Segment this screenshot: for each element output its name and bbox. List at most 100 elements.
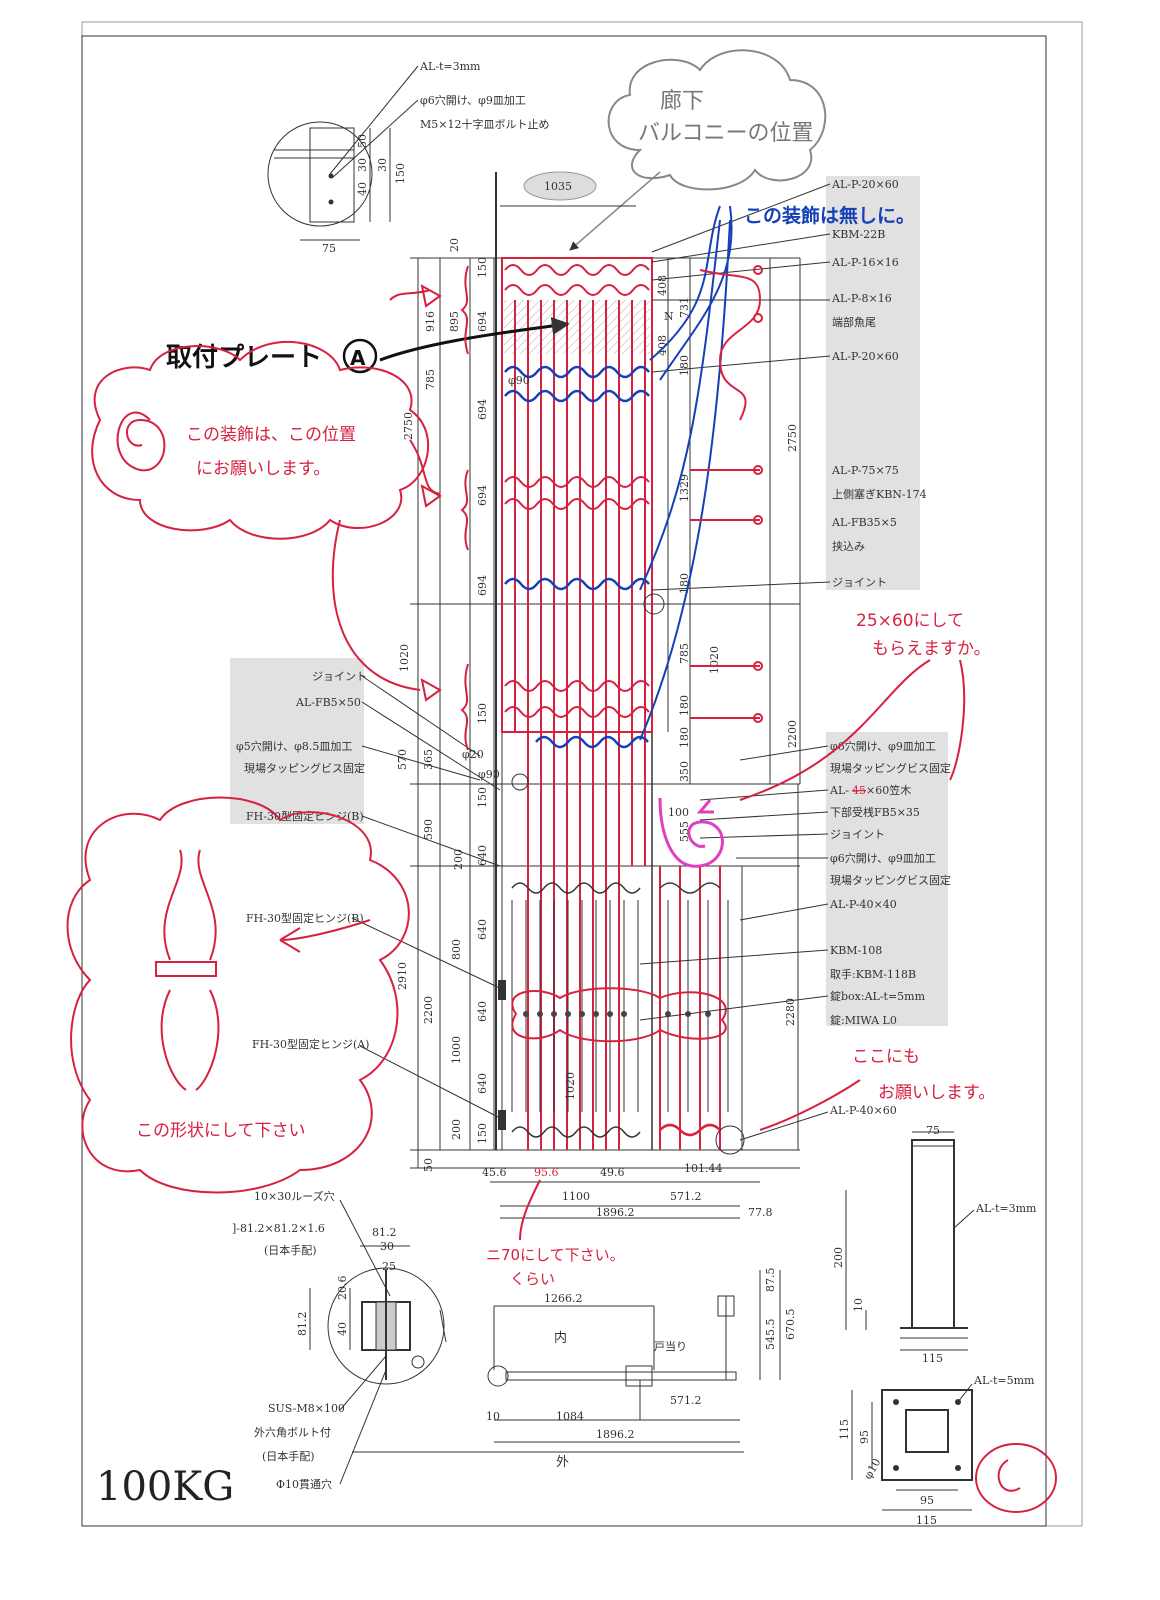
black-annotation: 取付プレート A <box>166 317 570 374</box>
text-dimensions-left-v-27: 200 <box>450 1119 463 1140</box>
text-dimensions-left-v-20: 2910 <box>396 962 409 990</box>
plan-view: 1266.2 87.5 545.5 670.5 10 1084 571.2 18… <box>352 1268 797 1470</box>
text-dimensions-plan-dims-7: 1896.2 <box>596 1428 635 1441</box>
text-dimensions-right-v-2: 2280 <box>784 998 797 1026</box>
weight-label: 100KG <box>96 1464 234 1510</box>
left-mid-label-box <box>230 658 364 824</box>
text-labels-right-mid-8: 現場タッピングビス固定 <box>830 873 951 887</box>
text-dimensions-left-v-25: 1000 <box>450 1036 463 1064</box>
note-25x60-2: もらえますか。 <box>872 639 991 659</box>
text-labels-right-mid-5: 下部受桟FB5×35 <box>830 805 920 819</box>
text-dimensions-plan-dims-2: 545.5 <box>764 1319 777 1351</box>
text-dimensions-left-v-10: 1020 <box>398 644 411 672</box>
text-dimensions-inner-v-9: 1020 <box>708 646 721 674</box>
magenta-scroll <box>658 797 724 868</box>
text-labels-right-mid-4: ×60笠木 <box>866 783 911 797</box>
note-approx: くらい <box>510 1270 555 1288</box>
right-top-labels: AL-P-20×60 KBM-22B AL-P-16×16 AL-P-8×16 … <box>651 178 927 591</box>
text-dimensions-left-v-19: 200 <box>452 849 465 870</box>
text-dimensions-left-v-2: 916 <box>424 311 437 332</box>
text-dimensions-plate-dims-4: 115 <box>916 1514 937 1527</box>
text-dimensions-left-v-0: 20 <box>448 238 461 252</box>
label-fishtail: 端部魚尾 <box>832 315 876 329</box>
text-dimensions-bottom-h-0: 45.6 <box>482 1166 507 1179</box>
note-25x60-1: 25×60にして <box>856 611 964 631</box>
text-dimensions-left-v-7: 2750 <box>402 412 415 440</box>
text-labels-right-mid-0: φ6穴開け、φ9皿加工 <box>830 739 936 753</box>
text-dimensions-left-v-26: 640 <box>476 1073 489 1094</box>
text-dimensions-bottom-h-1: 95.6 <box>534 1166 559 1179</box>
text-dimensions-left-v-17: 590 <box>422 819 435 840</box>
text-labels-left-mid-4: FH-30型固定ヒンジ(B) <box>246 809 364 823</box>
scroll-band-top <box>504 264 650 296</box>
text-dimensions-left-v-1: 150 <box>476 257 489 278</box>
right-low-labels: KBM-108 取手:KBM-118B 錠box:AL-t=5mm 錠:MIWA… <box>639 944 926 1141</box>
scroll-band-red-2 <box>504 476 650 510</box>
text-dimensions-left-v-14: φ20 <box>462 748 484 761</box>
gate-scroll-bottom-red <box>659 1123 721 1137</box>
gray-cloud: 廊下 バルコニーの位置 <box>569 49 827 251</box>
text-labels-bottom-left-2: (日本手配) <box>264 1243 317 1257</box>
text-labels-bottom-left-5: (日本手配) <box>262 1449 315 1463</box>
label-al-p-20x60-top: AL-P-20×60 <box>831 178 899 191</box>
label-al-t3: AL-t=3mm <box>419 60 481 73</box>
red-annotations <box>66 265 1057 1513</box>
text-dimensions-plan-dims-0: 1266.2 <box>544 1292 583 1305</box>
text-labels-left-mid-3: 現場タッピングビス固定 <box>244 761 365 775</box>
top-detail: AL-t=3mm φ6穴開け、φ9皿加工 M5×12十字皿ボルト止め 50 30… <box>267 60 549 255</box>
text-dimensions-inner-v-11: 180 <box>678 727 691 748</box>
text-labels-right-low-3: 錠:MIWA L0 <box>830 1013 897 1027</box>
left-mid-labels: ジョイント AL-FB5×50 φ5穴開け、φ8.5皿加工 現場タッピングビス固… <box>236 670 501 867</box>
text-dimensions-left-v-29: 50 <box>422 1158 435 1172</box>
text-dimensions-post-dims-1: 200 <box>832 1247 845 1268</box>
text-labels-bottom-right-1: AL-t=5mm <box>973 1374 1035 1387</box>
base-plate: AL-t=5mm 115 95 φ10 95 115 <box>838 1374 1035 1527</box>
text-dimensions-left-v-22: 800 <box>450 939 463 960</box>
text-dimensions-inner-v-13: 100 <box>668 806 689 819</box>
label-joint-top: ジョイント <box>832 576 887 589</box>
bottom-left-detail: 10×30ルーズ穴 ]-81.2×81.2×1.6 (日本手配) SUS-M8×… <box>232 1189 447 1491</box>
cloud-text-balcony: バルコニーの位置 <box>638 121 814 146</box>
note-70: ニ70にして下さい。 <box>486 1246 625 1264</box>
note-mark-a: A <box>350 346 366 370</box>
blue-annotation: この装飾は無しに。 <box>639 204 915 741</box>
label-al-p-8x16: AL-P-8×16 <box>831 292 892 305</box>
text-dimensions-left-v-12: 570 <box>396 749 409 770</box>
text-labels-bottom-left-6: Φ10貫通穴 <box>276 1477 332 1491</box>
dim-75: 75 <box>322 242 336 255</box>
post-detail: 75 200 10 115 AL-t=3mm <box>832 1124 1037 1365</box>
note-here-too-1: ここにも <box>852 1047 920 1067</box>
label-sandwich: 挟込み <box>832 539 865 553</box>
text-dimensions-post-dims-0: 75 <box>926 1124 940 1137</box>
text-dimensions-plate-dims-0: 115 <box>838 1419 851 1440</box>
text-labels-left-low-0: FH-30型固定ヒンジ(B) <box>246 911 364 925</box>
scroll-band-blue-3 <box>535 735 649 749</box>
text-labels-right-mid-3: 45 <box>852 784 866 797</box>
text-dimensions-left-v-15: φ90 <box>478 768 500 781</box>
text-labels-right-low-0: KBM-108 <box>830 944 882 957</box>
plan-outside: 外 <box>556 1455 569 1470</box>
text-dimensions-left-v-5: 785 <box>424 369 437 390</box>
label-al-p-75x75: AL-P-75×75 <box>831 464 899 477</box>
text-dimensions-left-v-18: 640 <box>476 845 489 866</box>
text-dimensions-plan-dims-5: 1084 <box>556 1410 584 1423</box>
text-dimensions-left-v-11: 150 <box>476 703 489 724</box>
text-labels-bottom-left-1: ]-81.2×81.2×1.6 <box>232 1222 325 1235</box>
text-dimensions-inner-v-12: 350 <box>678 761 691 782</box>
label-al-p-16x16: AL-P-16×16 <box>831 256 899 269</box>
dim-top-span: 1035 <box>544 180 572 193</box>
text-dimensions-bottom-h-4: 1100 <box>562 1190 590 1203</box>
text-dimensions-left-v-6: 694 <box>476 399 489 420</box>
text-dimensions-inner-v-6: 1329 <box>678 474 691 502</box>
inner-border <box>81 35 1047 1527</box>
text-labels-left-mid-0: ジョイント <box>312 670 367 683</box>
note-no-decoration: この装飾は無しに。 <box>744 204 915 227</box>
dim-150: 150 <box>394 163 407 184</box>
note-decoration-position-2: にお願いします。 <box>196 459 330 479</box>
text-labels-left-low-1: FH-30型固定ヒンジ(A) <box>252 1037 369 1051</box>
label-hole: φ6穴開け、φ9皿加工 <box>420 93 526 107</box>
text-dimensions-left-v-21: 640 <box>476 919 489 940</box>
text-dimensions-left-v-28: 150 <box>476 1123 489 1144</box>
text-labels-right-mid-9: AL-P-40×40 <box>829 898 897 911</box>
